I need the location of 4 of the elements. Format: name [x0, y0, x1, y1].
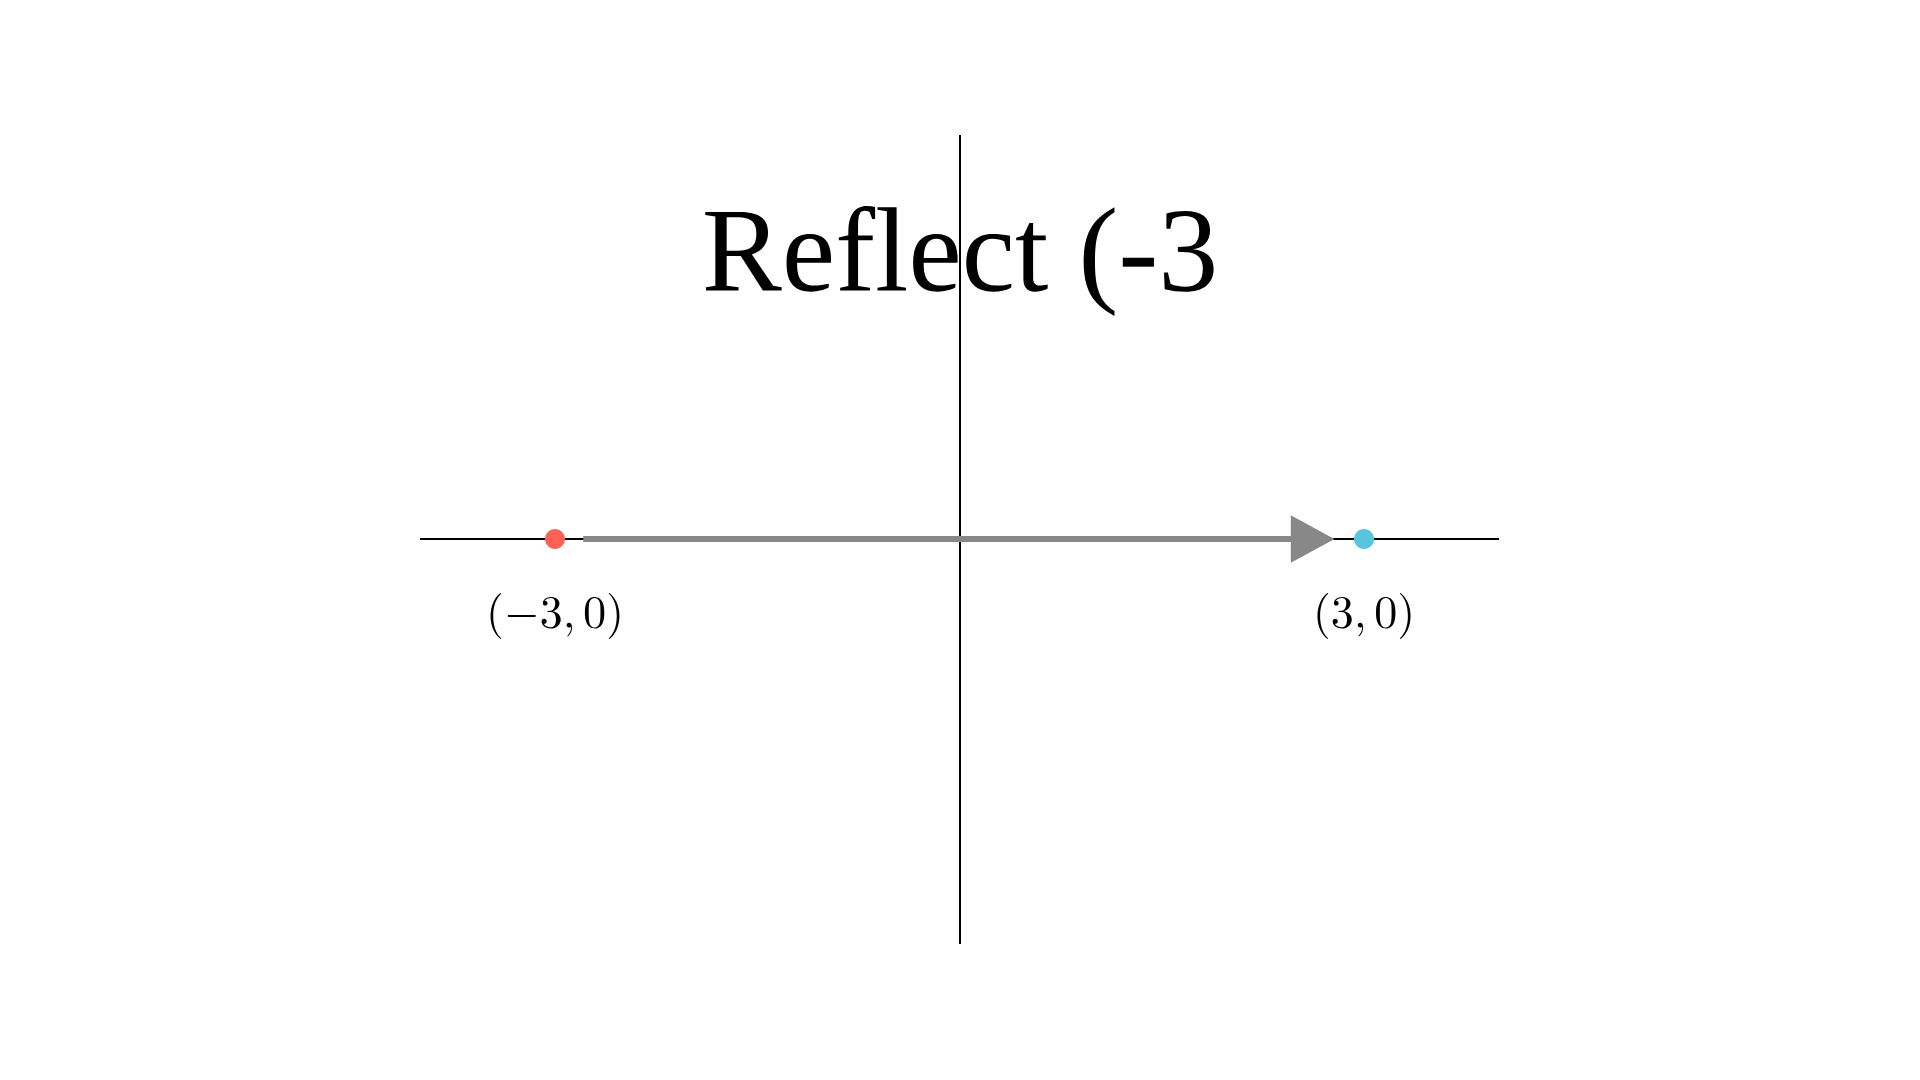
point-dot	[1354, 529, 1374, 549]
coordinate-label: $(3, 0)$	[1317, 593, 1411, 639]
coordinate-label: $(-3, 0)$	[490, 593, 620, 639]
point-dot	[545, 529, 565, 549]
